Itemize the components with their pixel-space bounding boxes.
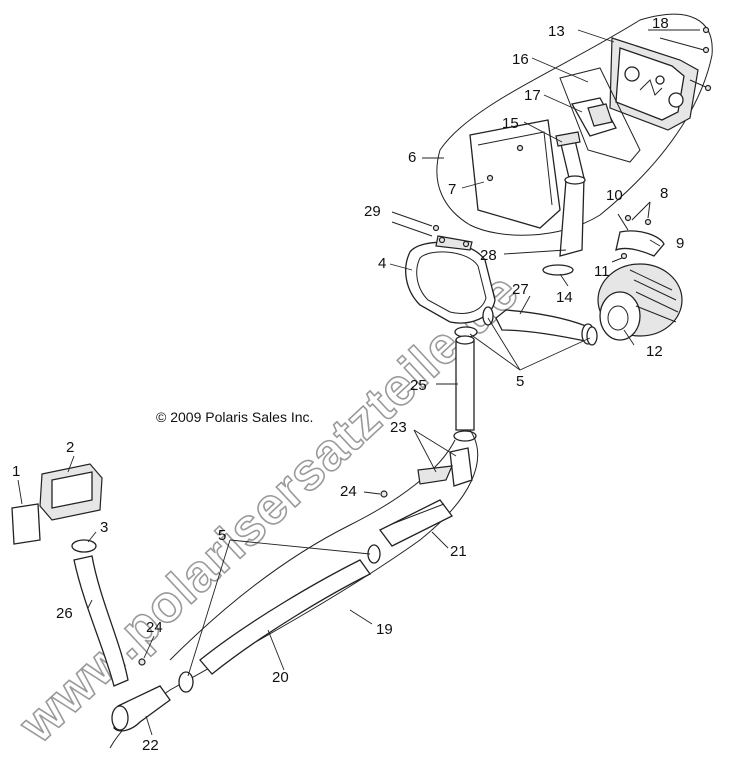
callout-11: 11 (594, 263, 610, 280)
callout-15: 15 (502, 115, 519, 132)
callout-18: 18 (652, 15, 669, 32)
callout-8: 8 (660, 185, 668, 202)
callout-5-upper: 5 (516, 373, 524, 390)
part-15-tube (555, 131, 585, 183)
part-18-screws (648, 26, 712, 92)
part-5-clamp-a (482, 306, 494, 326)
part-12-blower (597, 263, 683, 341)
part-5-clamp-c (586, 326, 598, 346)
callout-23: 23 (390, 419, 407, 436)
callout-17: 17 (524, 87, 541, 104)
callout-labels: 1 2 3 4 5 5 6 7 8 9 10 11 12 13 14 15 16… (12, 15, 684, 754)
part-4-housing (405, 235, 496, 324)
part-9-bracket (611, 201, 665, 263)
part-22-elbow (111, 685, 171, 732)
callout-6: 6 (408, 149, 416, 166)
callout-10: 10 (606, 187, 623, 204)
callout-4: 4 (378, 255, 386, 272)
part-3-clamp (71, 539, 97, 553)
callout-1: 1 (12, 463, 20, 480)
callout-19: 19 (376, 621, 393, 638)
part-13-airbox-lid (609, 37, 699, 131)
part-5-clamp-e (178, 671, 194, 693)
part-7-airbox-base (469, 119, 561, 229)
callout-2: 2 (66, 439, 74, 456)
copyright-notice: © 2009 Polaris Sales Inc. (156, 409, 313, 425)
part-2-inlet (39, 463, 103, 521)
assembly-outline-6 (436, 13, 713, 236)
callout-12: 12 (646, 343, 663, 360)
callout-29: 29 (364, 203, 381, 220)
part-21-muffler (379, 499, 453, 547)
part-17-filter (571, 97, 617, 137)
callout-24-lower: 24 (146, 619, 163, 636)
callout-28: 28 (480, 247, 497, 264)
part-1-foam (11, 503, 41, 545)
callout-14: 14 (556, 289, 573, 306)
part-28-hose-end (564, 175, 586, 185)
callout-22: 22 (142, 737, 159, 754)
callout-26: 26 (56, 605, 73, 622)
part-26-hose (73, 555, 129, 687)
callout-9: 9 (676, 235, 684, 252)
callout-25: 25 (410, 377, 427, 394)
part-19-duct (199, 559, 371, 675)
callout-27: 27 (512, 281, 529, 298)
part-23-elbow (417, 447, 473, 487)
leader-lines (17, 29, 661, 736)
part-25-tube (453, 335, 477, 442)
part-27-hose (495, 309, 595, 345)
callout-3: 3 (100, 519, 108, 536)
part-24-screw-lower (138, 658, 146, 666)
callout-16: 16 (512, 51, 529, 68)
part-28-hose (559, 177, 585, 257)
callout-13: 13 (548, 23, 565, 40)
part-16-gasket (559, 67, 641, 163)
callout-5-lower: 5 (218, 527, 226, 544)
part-29-screws (391, 211, 440, 237)
callout-20: 20 (272, 669, 289, 686)
callout-21: 21 (450, 543, 467, 560)
part-24-screw-upper (380, 490, 388, 498)
callout-7: 7 (448, 181, 456, 198)
part-14-clamp (542, 264, 574, 276)
callout-24-upper: 24 (340, 483, 357, 500)
